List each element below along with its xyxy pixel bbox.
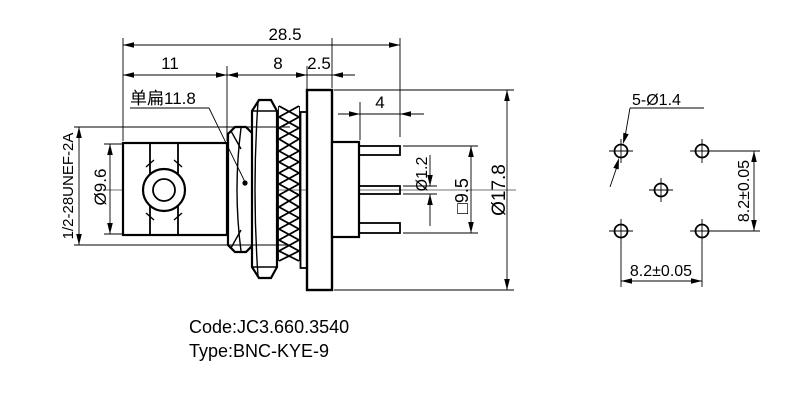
leader-dot xyxy=(242,180,248,186)
hole-bottom-right xyxy=(690,219,714,243)
insulator-body xyxy=(330,140,361,239)
title-block: Code:JC3.660.3540 Type:BNC-KYE-9 xyxy=(189,317,349,361)
dim-flange-dia: Ø17.8 xyxy=(489,164,510,216)
hole-center xyxy=(649,178,673,202)
part-type: Type:BNC-KYE-9 xyxy=(189,341,329,361)
shell-dia-dimension: Ø9.6 xyxy=(91,143,122,235)
shell-body xyxy=(121,141,229,237)
holes-callout: 5-Ø1.4 xyxy=(609,92,704,188)
pin-bottom xyxy=(358,222,401,234)
dim-mid-length: 8 xyxy=(273,54,282,73)
hex-flange xyxy=(250,98,279,280)
dim-pitch-horizontal: 8.2±0.05 xyxy=(630,263,692,280)
flange-plate xyxy=(305,88,334,292)
pitch-vertical-dimension: 8.2±0.05 xyxy=(712,150,760,232)
hole-top-left xyxy=(609,139,633,163)
label-holes: 5-Ø1.4 xyxy=(632,92,681,109)
part-code: Code:JC3.660.3540 xyxy=(189,317,349,337)
hex-nut xyxy=(226,125,255,254)
pitch-horizontal-dimension: 8.2±0.05 xyxy=(620,242,703,287)
dim-pin-dia: Ø1.2 xyxy=(414,157,431,192)
dim-overall-length: 28.5 xyxy=(268,25,301,44)
label-nut-flat: 单扁11.8 xyxy=(130,89,196,108)
pin-top xyxy=(358,145,401,156)
bayonet-stud-inner xyxy=(152,178,176,202)
flange-dia-dimension: Ø17.8 xyxy=(334,89,514,291)
insulator-square-dimension: □9.5 xyxy=(403,145,478,234)
serrated-washer xyxy=(277,105,301,262)
dim-pitch-vertical: 8.2±0.05 xyxy=(736,160,753,222)
thread-dimension: 1/2-28UNEF-2A xyxy=(60,126,290,246)
label-thread: 1/2-28UNEF-2A xyxy=(60,133,77,240)
main-view: 28.5 11 8 2.5 4 单扁11.8 1/2-28UNEF-2A Ø9 xyxy=(60,25,516,292)
pin-dia-dimension: Ø1.2 xyxy=(403,155,437,226)
dim-shell-length: 11 xyxy=(161,54,179,73)
pin-center xyxy=(358,185,401,195)
dimension-lines-top xyxy=(122,38,424,141)
hole-pattern-view: 5-Ø1.4 8.2±0.05 8.2±0.05 xyxy=(609,92,760,287)
dim-pin-length: 4 xyxy=(375,93,384,112)
dim-shell-dia: Ø9.6 xyxy=(91,169,110,206)
hole-bottom-left xyxy=(609,219,633,243)
nut-flat-label: 单扁11.8 xyxy=(130,89,246,183)
dim-plate-thickness: 2.5 xyxy=(307,54,331,73)
bayonet-stud-outer xyxy=(141,167,187,213)
dim-insulator-square: □9.5 xyxy=(452,178,472,214)
pcb-pins xyxy=(358,145,401,234)
hole-top-right xyxy=(690,139,714,163)
